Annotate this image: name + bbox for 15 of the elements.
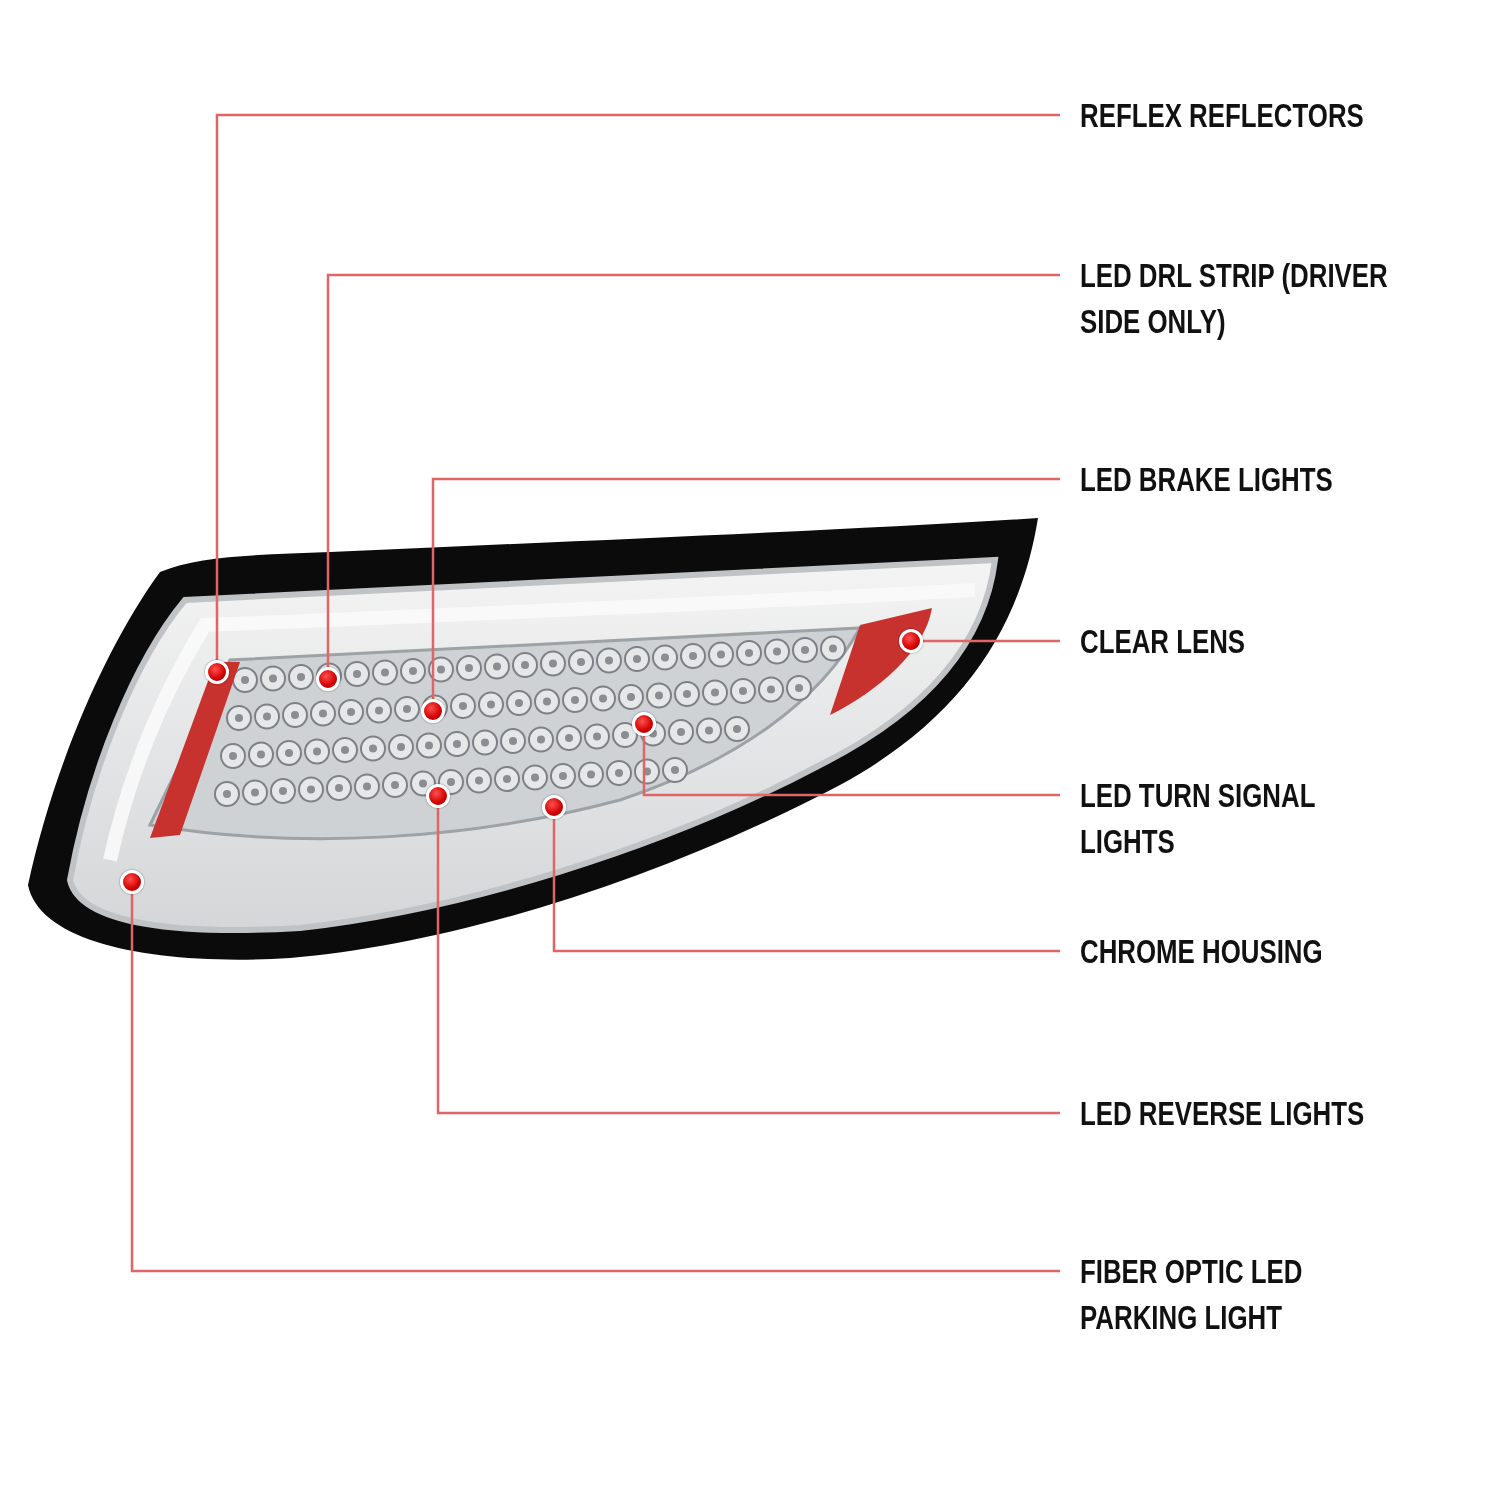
leader-line [431,477,1060,699]
leader-line [130,894,1060,1273]
leader-line [642,736,1060,797]
leader-line [923,639,1060,643]
part-label: LED DRL STRIP (DRIVER SIDE ONLY) [1080,255,1389,342]
part-label: REFLEX REFLECTORS [1080,95,1364,136]
leader-line [552,819,1060,953]
leader-line [215,113,1060,660]
leader-line [326,273,1060,667]
part-label: CHROME HOUSING [1080,931,1323,972]
part-label: CLEAR LENS [1080,621,1246,662]
part-label: FIBER OPTIC LED PARKING LIGHT [1080,1251,1304,1338]
part-label: LED BRAKE LIGHTS [1080,459,1333,500]
part-label: LED REVERSE LIGHTS [1080,1093,1365,1134]
part-label: LED TURN SIGNAL LIGHTS [1080,775,1316,862]
